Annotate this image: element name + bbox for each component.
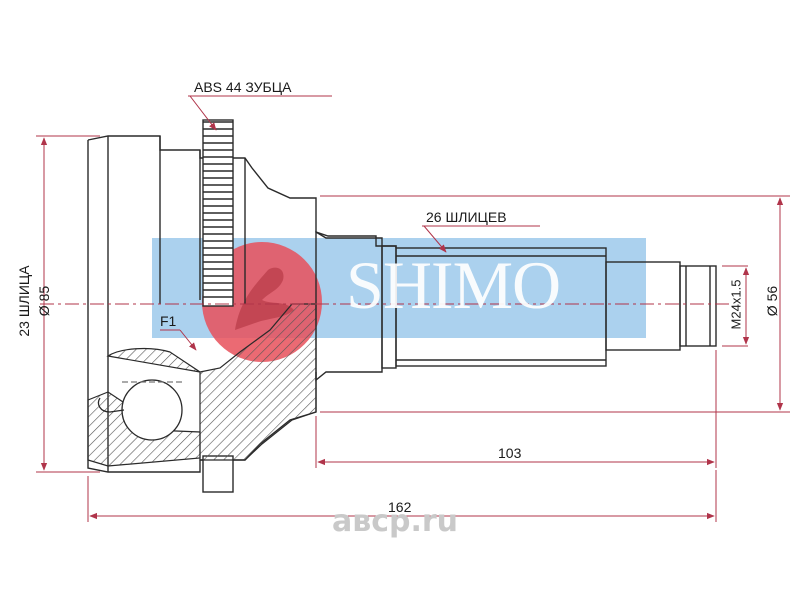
inner-diameter-label: Ø 56: [764, 285, 780, 317]
inner-splines-label: 23 ШЛИЦА: [16, 265, 32, 337]
section-hatch: [106, 303, 317, 461]
shaft-length-label: 103: [498, 445, 522, 461]
shaft-splines-label: 26 ШЛИЦЕВ: [426, 209, 507, 225]
brand-name: SHIMO: [346, 247, 561, 323]
thread-label: M24x1.5: [728, 279, 744, 330]
abs-teeth-label: ABS 44 ЗУБЦА: [194, 79, 292, 95]
total-length-label: 162: [388, 499, 412, 515]
leader-lines: [160, 95, 540, 351]
shaft: [315, 230, 717, 382]
dimension-lines: [36, 135, 790, 522]
f1-label: F1: [160, 313, 177, 329]
brand-tagline: Auto parts: [404, 334, 488, 356]
outer-diameter-label: Ø 85: [36, 285, 52, 317]
ball: [97, 379, 183, 441]
watermark: авср.ru: [332, 504, 459, 539]
